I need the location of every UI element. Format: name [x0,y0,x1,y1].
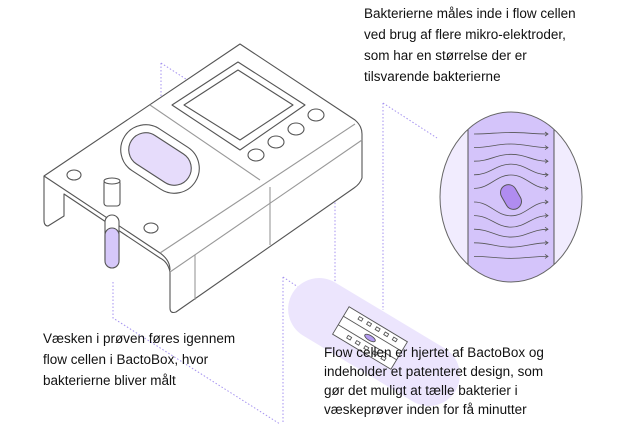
flow-line [473,201,549,217]
device-button [307,108,325,122]
caption-line: Væsken i prøven føres igennem [43,331,236,346]
flow-line [473,163,549,176]
arrow-icon [544,254,549,259]
bactobox-device [43,43,363,314]
caption-line: indeholder et patenteret design, som [324,364,544,379]
device-button [287,122,305,136]
flow-line [473,174,549,189]
device-button [267,135,285,149]
arrow-icon [544,199,549,205]
caption-sample-flow: Væsken i prøven føres igennem flow celle… [43,328,235,391]
flow-line [473,228,549,238]
caption-line: Bakterierne måles inde i flow cellen [364,6,576,21]
arrow-icon [544,226,549,232]
caption-line: ved brug af flere mikro-elektroder, [364,27,566,42]
flow-cell [288,278,460,406]
flow-line [473,143,549,148]
caption-line: flow cellen i BactoBox, hvor [43,352,209,367]
flow-line [473,242,549,248]
flow-line [473,215,549,228]
arrow-icon [544,145,549,150]
caption-line: væskeprøver inden for få minutter [324,402,527,417]
arrow-icon [544,240,549,246]
caption-electrodes: Bakterierne måles inde i flow cellen ved… [364,3,576,87]
arrow-icon [544,158,549,164]
bacterium-icon [500,184,522,210]
device-button [247,148,265,162]
flow-line [473,256,549,259]
caption-line: tilsvarende bakterierne [364,69,501,84]
arrow-icon [544,213,549,218]
electrode-zoom-view [439,111,583,283]
caption-line: gør det muligt at tælle bakterier i [324,383,518,398]
caption-line: som har en størrelse der er [364,48,527,63]
arrow-icon [544,186,549,191]
flow-line [473,153,549,162]
flow-line [473,132,549,135]
caption-line: bakterierne bliver målt [43,373,176,388]
caption-flow-cell: Flow cellen er hjertet af BactoBox og in… [324,343,544,419]
arrow-icon [544,172,549,178]
caption-line: Flow cellen er hjertet af BactoBox og [324,345,544,360]
arrow-icon [544,131,549,137]
